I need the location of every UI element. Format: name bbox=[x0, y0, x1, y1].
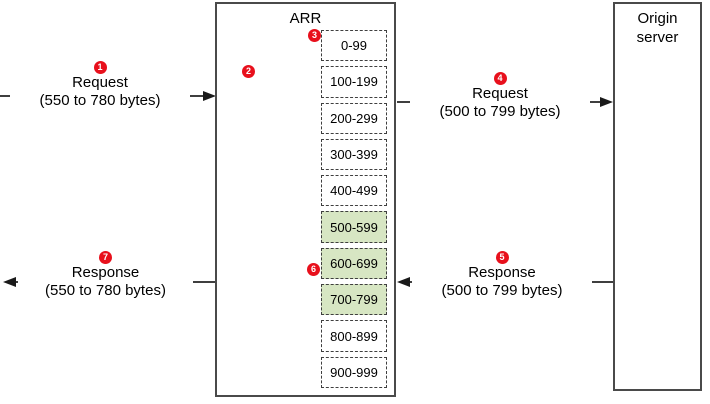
origin-title: Origin server bbox=[615, 4, 700, 47]
arr-title: ARR bbox=[289, 10, 322, 27]
response-out-arrowhead-icon bbox=[3, 277, 16, 287]
label-response-out: 7 Response (550 to 780 bytes) bbox=[18, 251, 193, 300]
step-badge-6: 6 bbox=[307, 263, 320, 276]
cache-range-cell: 200-299 bbox=[321, 102, 387, 134]
cache-range-cell: 300-399 bbox=[321, 138, 387, 171]
flow-label-detail: (500 to 799 bytes) bbox=[441, 282, 563, 299]
flow-label-detail: (550 to 780 bytes) bbox=[39, 92, 161, 109]
flow-label-title: Request bbox=[472, 85, 528, 102]
cache-range-cell: 500-599 bbox=[321, 211, 387, 243]
request-in-arrowhead-icon bbox=[203, 91, 216, 101]
cache-range-cell: 600-699 bbox=[321, 247, 387, 280]
cache-range-cell: 0-99 bbox=[321, 30, 387, 62]
flow-label-title: Response bbox=[71, 264, 140, 281]
origin-title-line1: Origin bbox=[637, 10, 678, 27]
cache-range-cell: 400-499 bbox=[321, 175, 387, 207]
label-response-in: 5 Response (500 to 799 bytes) bbox=[412, 251, 592, 300]
cache-range-cell: 900-999 bbox=[321, 356, 387, 388]
step-badge-7: 7 bbox=[99, 251, 112, 264]
cache-range-cell: 100-199 bbox=[321, 66, 387, 98]
cache-range-stack: 0-99 100-199 200-299 300-399 400-499 500… bbox=[321, 30, 387, 388]
label-request-out: 4 Request (500 to 799 bytes) bbox=[410, 72, 590, 121]
origin-title-line2: server bbox=[636, 29, 679, 46]
response-in-arrowhead-icon bbox=[397, 277, 410, 287]
step-badge-2: 2 bbox=[242, 65, 255, 78]
label-request-in: 1 Request (550 to 780 bytes) bbox=[10, 61, 190, 110]
flow-label-detail: (500 to 799 bytes) bbox=[439, 103, 561, 120]
origin-server-box: Origin server bbox=[613, 2, 702, 391]
cache-range-cell: 700-799 bbox=[321, 284, 387, 316]
flow-label-title: Response bbox=[468, 264, 536, 281]
flow-label-title: Request bbox=[72, 74, 128, 91]
step-badge-3: 3 bbox=[308, 29, 321, 42]
flow-label-detail: (550 to 780 bytes) bbox=[45, 282, 166, 299]
step-badge-1: 1 bbox=[93, 61, 107, 74]
step-badge-5: 5 bbox=[495, 251, 509, 264]
request-out-arrowhead-icon bbox=[600, 97, 613, 107]
step-badge-4: 4 bbox=[493, 72, 507, 85]
cache-range-cell: 800-899 bbox=[321, 320, 387, 352]
